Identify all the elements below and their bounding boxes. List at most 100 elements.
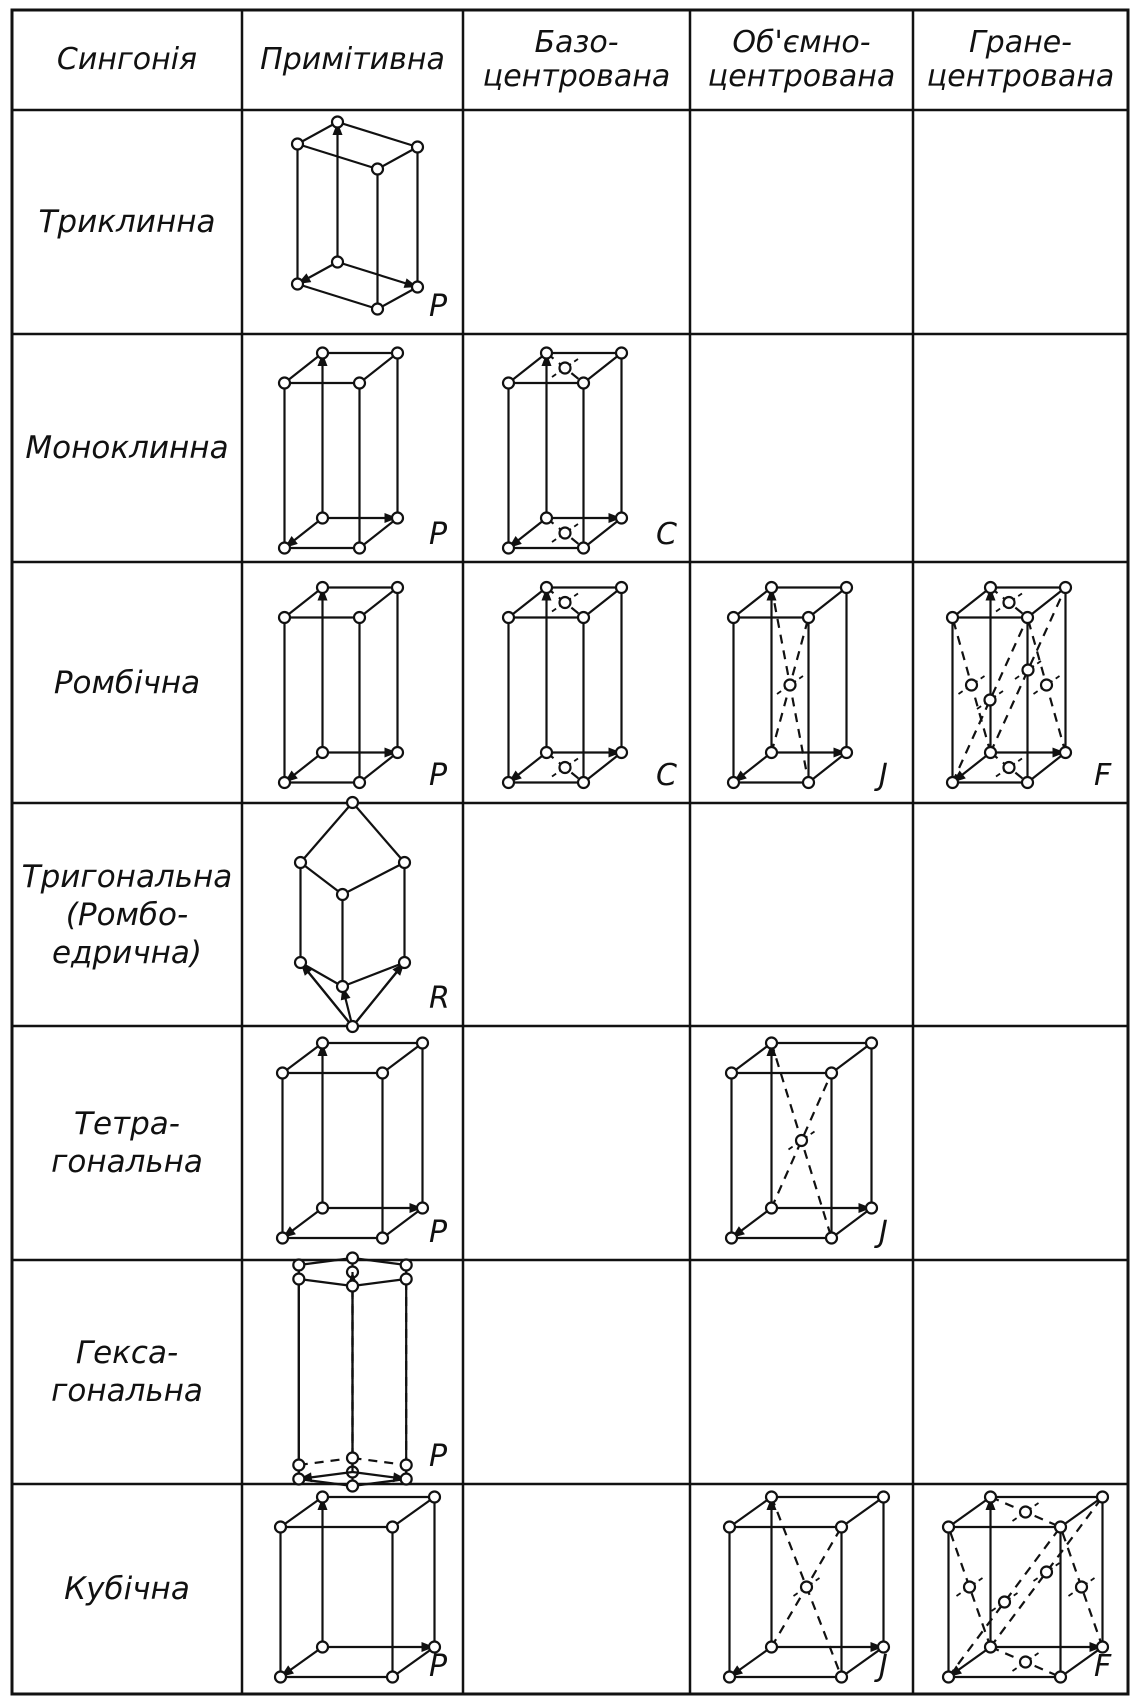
column-header: Базо-центрована: [463, 10, 690, 110]
row-label-line: Ромбічна: [53, 664, 201, 701]
lattice-type-letter: C: [656, 517, 677, 552]
lattice-node: [410, 280, 425, 294]
lattice-type-letter: P: [429, 1439, 448, 1474]
lattice-node: [410, 140, 425, 154]
hidden-edge: [298, 1456, 353, 1467]
lattice-node: [390, 745, 405, 760]
lattice-type-letter: C: [656, 758, 677, 793]
lattice-node: [345, 1451, 360, 1465]
lattice-node: [1095, 1640, 1110, 1654]
lattice-node: [273, 1520, 288, 1534]
lattice-node: [1058, 580, 1073, 595]
cell-edge: [352, 1277, 407, 1288]
column-header: Об'ємно-центрована: [690, 10, 913, 110]
cell-edge: [582, 751, 623, 784]
lattice-figure: [275, 1036, 430, 1245]
lattice-node: [824, 1231, 839, 1245]
lattice-node: [876, 1490, 891, 1504]
lattice-node: [964, 678, 979, 692]
lattice-node: [834, 1670, 849, 1684]
cell-edge: [298, 1277, 353, 1288]
lattice-node: [375, 1066, 390, 1080]
lattice-node: [764, 1640, 779, 1654]
row-label: Гекса-гональна: [12, 1260, 242, 1484]
cell-edge: [507, 352, 548, 384]
lattice-node: [614, 346, 629, 360]
lattice-node: [722, 1670, 737, 1684]
cell-edge: [730, 1042, 773, 1074]
lattice-type-letter: R: [429, 981, 450, 1016]
lattice-node: [335, 979, 350, 994]
lattice-figure: [277, 580, 405, 790]
lattice-node: [794, 1133, 809, 1148]
lattice-node: [1020, 775, 1035, 790]
column-header-line: Гране-: [968, 25, 1073, 60]
cell-edge: [297, 282, 378, 311]
cell-edge: [337, 260, 418, 289]
lattice-node: [1018, 1505, 1033, 1519]
lattice-node: [576, 775, 591, 790]
lattice-node: [399, 1272, 413, 1286]
lattice-node: [315, 580, 330, 595]
row-label-line: Триклинна: [38, 204, 216, 240]
lattice-node: [315, 511, 330, 525]
lattice-node: [941, 1520, 956, 1534]
lattice-node: [539, 580, 554, 595]
cell-edge: [351, 961, 406, 1028]
lattice-node: [345, 1019, 360, 1034]
lattice-figure: [292, 1251, 413, 1493]
lattice-node: [292, 1272, 306, 1286]
lattice-node: [764, 1036, 779, 1050]
lattice-type-letter: P: [429, 289, 448, 324]
lattice-node: [1002, 595, 1016, 610]
cell-edge: [1059, 1646, 1104, 1678]
lattice-node: [352, 376, 367, 390]
lattice-node: [399, 1258, 413, 1272]
cell-edge: [951, 586, 992, 619]
cell-edge: [1059, 1496, 1104, 1528]
lattice-node: [390, 346, 405, 360]
cell-edge: [341, 861, 406, 896]
lattice-type-letter: P: [429, 517, 448, 552]
lattice-node: [345, 1251, 360, 1265]
lattice-node: [576, 376, 591, 390]
lattice-node: [764, 1490, 779, 1504]
lattice-node: [941, 1670, 956, 1684]
lattice-node: [801, 775, 816, 790]
lattice-node: [824, 1066, 839, 1080]
row-label: Моноклинна: [12, 334, 242, 562]
lattice-node: [501, 376, 516, 390]
lattice-node: [576, 541, 591, 555]
lattice-node: [352, 775, 367, 790]
cell-edge: [807, 751, 848, 784]
lattice-figure: [941, 1490, 1110, 1684]
lattice-figure: [273, 1490, 442, 1684]
row-label-line: Тетра-: [74, 1106, 180, 1142]
row-label-line: Тригональна: [21, 858, 233, 895]
lattice-node: [277, 775, 292, 790]
lattice-node: [962, 1580, 977, 1594]
lattice-node: [1053, 1670, 1068, 1684]
column-header: Сингонія: [12, 10, 242, 110]
lattice-node: [292, 1258, 306, 1272]
row-label-line: гональна: [51, 1373, 203, 1409]
lattice-node: [539, 346, 554, 360]
lattice-node: [1095, 1490, 1110, 1504]
row-label: Тетра-гональна: [12, 1026, 242, 1260]
cell-edge: [376, 286, 419, 310]
lattice-type-letter: P: [429, 1215, 448, 1250]
lattice-node: [390, 511, 405, 525]
column-header-line: Примітивна: [260, 42, 445, 77]
lattice-node: [558, 760, 572, 775]
lattice-node: [1058, 745, 1073, 760]
lattice-node: [335, 887, 350, 902]
hidden-edge: [352, 1456, 407, 1467]
lattice-node: [1018, 1655, 1033, 1669]
lattice-node: [330, 255, 345, 269]
cell-edge: [299, 801, 354, 864]
row-label: Ромбічна: [12, 562, 242, 803]
cell-edge: [1026, 586, 1067, 619]
lattice-node: [345, 795, 360, 810]
